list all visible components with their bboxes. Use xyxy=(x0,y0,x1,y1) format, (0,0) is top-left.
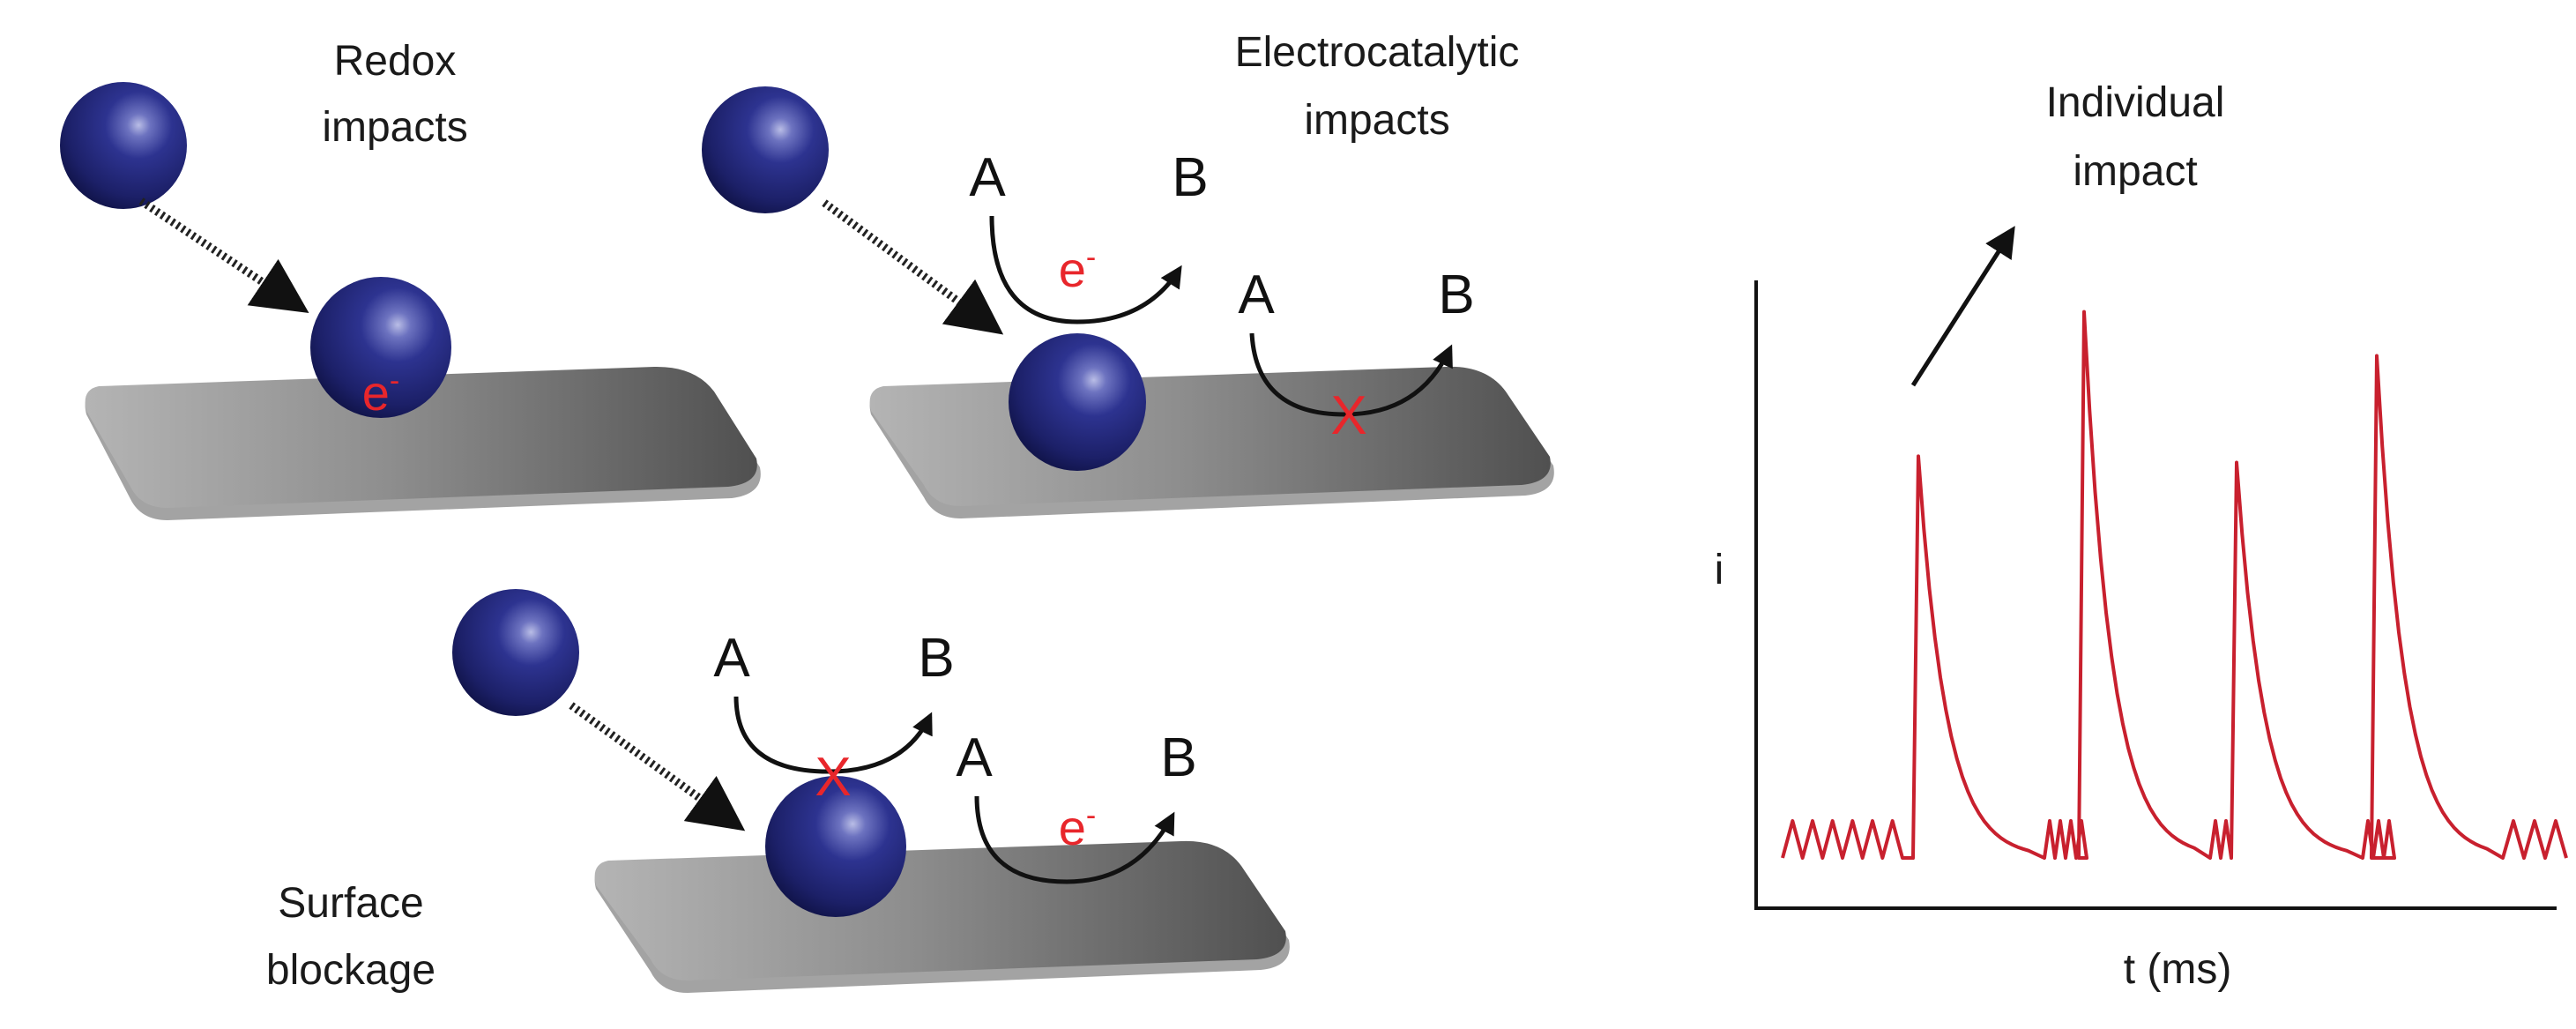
product-label: B xyxy=(1160,727,1196,788)
reactant-label: A xyxy=(969,147,1006,208)
individual-impact-arrow xyxy=(1910,226,2015,387)
y-axis-label: i xyxy=(1715,547,1724,593)
curved-reaction-arrow xyxy=(989,215,1182,324)
redox-title-line1: Redox xyxy=(334,38,457,85)
blocked-mark: X xyxy=(815,747,851,808)
particle-sphere xyxy=(1009,333,1146,471)
electron-label: e- xyxy=(1059,799,1096,855)
x-axis-label: t (ms) xyxy=(2124,946,2232,993)
current-trace xyxy=(1781,309,2568,861)
particle-sphere xyxy=(765,776,906,917)
product-label: B xyxy=(918,628,954,689)
redox-title-line2: impacts xyxy=(322,104,467,151)
electron-label: e- xyxy=(1059,241,1096,297)
individual-impact-line2: impact xyxy=(2073,148,2197,195)
particle-sphere xyxy=(702,86,829,213)
curved-reaction-arrow xyxy=(1249,332,1453,417)
redox-panel: e- Redox impacts xyxy=(60,38,761,520)
electrode-plate xyxy=(594,840,1290,993)
reactant-label: A xyxy=(956,727,993,788)
product-label: B xyxy=(1438,265,1474,325)
particle-sphere xyxy=(60,82,187,209)
individual-impact-line1: Individual xyxy=(2046,79,2225,126)
surface-title-line2: blockage xyxy=(266,947,436,994)
dashed-trajectory-arrow xyxy=(569,702,746,831)
dashed-trajectory-arrow xyxy=(138,198,309,313)
electrocatalytic-title-line1: Electrocatalytic xyxy=(1235,29,1520,76)
curved-reaction-arrow xyxy=(733,696,933,774)
surface-title-line1: Surface xyxy=(278,880,423,927)
particle-sphere xyxy=(310,277,451,418)
dashed-trajectory-arrow xyxy=(822,199,1004,335)
curved-reaction-arrow xyxy=(974,795,1175,884)
current-plot: i t (ms) Individual impact xyxy=(1715,79,2568,993)
electrode-plate xyxy=(869,366,1554,518)
surface-blockage-panel: A B X A B e- Surface blockage xyxy=(266,589,1290,994)
particle-sphere xyxy=(452,589,579,716)
electrocatalytic-title-line2: impacts xyxy=(1304,97,1449,144)
product-label: B xyxy=(1172,147,1208,208)
electron-label: e- xyxy=(362,364,399,421)
reactant-label: A xyxy=(1238,265,1275,325)
electrocatalytic-panel: A B e- A B X Electrocatalytic impacts xyxy=(702,29,1554,518)
blocked-mark: X xyxy=(1330,385,1366,446)
electrode-plate xyxy=(85,366,761,520)
reactant-label: A xyxy=(713,628,750,689)
